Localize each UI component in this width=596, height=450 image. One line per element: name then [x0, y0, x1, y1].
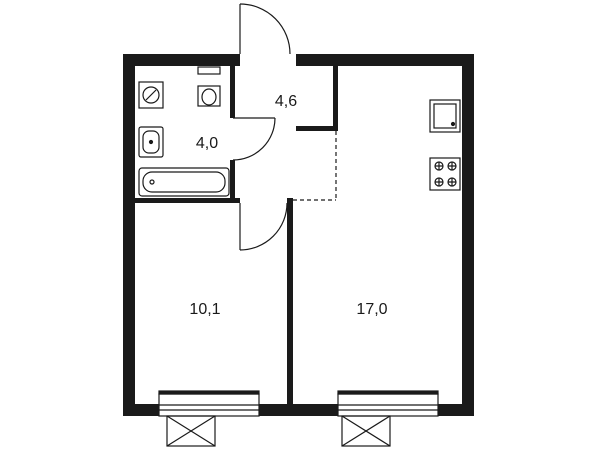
wall-bottom-mid	[259, 404, 338, 416]
bathroom-sink	[138, 126, 164, 158]
kitchen-sink-basin	[433, 103, 457, 129]
outer-walls	[123, 54, 474, 416]
entrance-door-swing	[239, 3, 291, 55]
stove-burner	[447, 177, 457, 187]
wall-top-left	[123, 54, 240, 66]
kitchen-fixtures	[429, 99, 461, 191]
washing-machine-drum	[142, 86, 160, 104]
washing-machine	[138, 81, 164, 109]
interior-walls	[135, 66, 338, 404]
stove-burners	[434, 161, 457, 187]
wall-top-right	[296, 54, 472, 66]
zone-boundaries	[293, 131, 337, 201]
balcony-left	[166, 415, 216, 447]
bathroom-sink-basin	[142, 130, 160, 154]
stove-burner	[434, 161, 444, 171]
bathtub-drain	[149, 179, 155, 185]
kitchen-sink-drain	[450, 121, 456, 127]
wall-bottom-left	[123, 404, 159, 416]
wall-kitchen-divider	[333, 66, 338, 130]
bathroom-sink-drain	[148, 139, 154, 145]
stove-burner	[447, 161, 457, 171]
room-area-hallway: 4,6	[275, 93, 297, 110]
bathroom-fixtures	[138, 66, 230, 197]
wall-bedroom-divider	[287, 198, 293, 404]
toilet-bowl	[201, 88, 217, 106]
stove	[429, 157, 461, 191]
kitchen-sink	[429, 99, 461, 133]
bedroom-door-swing	[239, 202, 288, 251]
bathroom-door	[232, 117, 276, 161]
room-area-bathroom: 4,0	[196, 135, 218, 152]
bathroom-door-swing	[232, 117, 276, 161]
bathtub-inner	[142, 171, 226, 193]
windows	[158, 390, 439, 447]
room-area-bedroom: 10,1	[189, 301, 220, 318]
bedroom-door	[239, 202, 288, 251]
stove-burner	[434, 177, 444, 187]
toilet-cistern	[197, 85, 221, 107]
wall-bath-right-upper	[230, 66, 235, 118]
wall-bath-bottom	[135, 198, 240, 203]
wall-bottom-right	[438, 404, 474, 416]
room-area-living-kitchen: 17,0	[356, 301, 387, 318]
window-left	[158, 390, 260, 417]
wall-left	[123, 54, 135, 416]
window-right	[337, 390, 439, 417]
wall-bath-right-lower	[230, 160, 235, 202]
bathtub	[138, 167, 230, 197]
wall-right	[462, 54, 474, 416]
toilet-tank	[197, 66, 221, 75]
wall-hall-stub	[296, 126, 338, 131]
room-labels: 4,0 4,6 10,1 17,0	[189, 93, 387, 318]
entrance-door	[239, 3, 291, 55]
balcony-right	[341, 415, 391, 447]
washing-machine-symbol	[145, 89, 157, 101]
